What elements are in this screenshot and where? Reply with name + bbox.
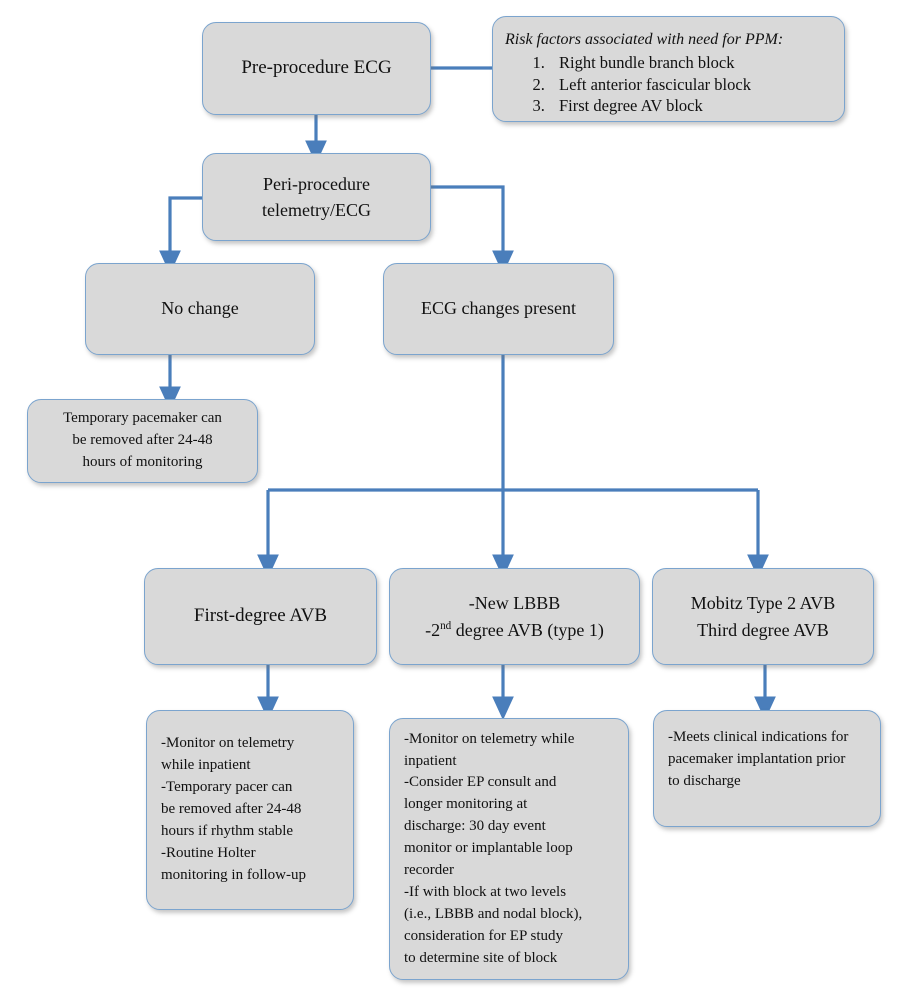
node-new-lbbb[interactable]: -New LBBB -2nd degree AVB (type 1) (389, 568, 640, 665)
plan-line: longer monitoring at (404, 796, 528, 813)
node-label: Peri-procedure telemetry/ECG (213, 171, 420, 224)
plan-line: recorder (404, 861, 454, 878)
plan-line: hours if rhythm stable (161, 822, 294, 839)
node-no-change[interactable]: No change (85, 263, 315, 355)
node-label-line: be removed after 24-48 (72, 432, 213, 449)
node-label-line: telemetry/ECG (262, 200, 371, 220)
risk-factor-item: Left anterior fascicular block (549, 74, 832, 96)
plan-line: (i.e., LBBB and nodal block), (404, 905, 583, 922)
plan-line: to discharge (668, 772, 741, 789)
plan-line: -Temporary pacer can (161, 779, 293, 796)
node-label-line: Mobitz Type 2 AVB (690, 593, 836, 614)
edge-peri-to-nochange (159, 196, 202, 275)
node-label-line: Temporary pacemaker can (63, 410, 222, 427)
plan-line: -Consider EP consult and (404, 774, 557, 791)
plan-line: discharge: 30 day event (404, 818, 546, 835)
plan-line: be removed after 24-48 (161, 801, 302, 818)
plan-text: -Meets clinical indications for pacemake… (668, 723, 866, 793)
node-label: ECG changes present (421, 298, 576, 319)
risk-factors-list: Right bundle branch block Left anterior … (505, 52, 832, 117)
node-label-line-superscript: -2nd degree AVB (type 1) (400, 617, 629, 643)
node-label-line: Third degree AVB (697, 619, 829, 640)
node-mobitz-plan[interactable]: -Meets clinical indications for pacemake… (653, 710, 881, 827)
node-first-degree-plan[interactable]: -Monitor on telemetry while inpatient -T… (146, 710, 354, 910)
plan-line: -Routine Holter (161, 844, 256, 861)
plan-line: consideration for EP study (404, 927, 564, 944)
risk-factor-item: Right bundle branch block (549, 52, 832, 74)
node-pre-procedure-ecg[interactable]: Pre-procedure ECG (202, 22, 431, 115)
node-label-line: hours of monitoring (82, 453, 203, 470)
node-peri-procedure[interactable]: Peri-procedure telemetry/ECG (202, 153, 431, 241)
node-label-line: -New LBBB (468, 593, 561, 614)
node-label: Mobitz Type 2 AVB Third degree AVB (663, 590, 863, 643)
node-label: Pre-procedure ECG (241, 57, 392, 79)
lbbb-line2-sup: nd (440, 619, 452, 632)
plan-line: monitoring in follow-up (161, 866, 306, 883)
plan-line: -Monitor on telemetry (161, 735, 295, 752)
node-label: No change (161, 298, 239, 319)
plan-line: while inpatient (161, 757, 251, 774)
lbbb-line2-post: degree AVB (type 1) (451, 619, 604, 640)
lbbb-line2-pre: -2 (425, 619, 441, 640)
node-risk-factors[interactable]: Risk factors associated with need for PP… (492, 16, 845, 122)
plan-text: -Monitor on telemetry while inpatient -C… (404, 729, 614, 970)
node-label: -New LBBB -2nd degree AVB (type 1) (400, 590, 629, 643)
plan-line: pacemaker implantation prior (668, 750, 846, 767)
risk-factors-heading: Risk factors associated with need for PP… (505, 31, 784, 48)
node-mobitz-third-degree[interactable]: Mobitz Type 2 AVB Third degree AVB (652, 568, 874, 665)
node-temporary-pacemaker[interactable]: Temporary pacemaker can be removed after… (27, 399, 258, 483)
edge-peri-to-ecgchanges (431, 185, 514, 275)
plan-line: to determine site of block (404, 949, 558, 966)
node-ecg-changes-present[interactable]: ECG changes present (383, 263, 614, 355)
node-lbbb-plan[interactable]: -Monitor on telemetry while inpatient -C… (389, 718, 629, 980)
node-label: First-degree AVB (193, 605, 328, 627)
plan-text: -Monitor on telemetry while inpatient -T… (161, 733, 339, 886)
node-first-degree-avb[interactable]: First-degree AVB (144, 568, 377, 665)
node-label: Temporary pacemaker can be removed after… (38, 408, 247, 474)
node-label-line: Peri-procedure (263, 173, 370, 194)
risk-factor-item: First degree AV block (549, 95, 832, 117)
plan-line: monitor or implantable loop (404, 840, 573, 857)
plan-line: -Monitor on telemetry while (404, 730, 575, 747)
plan-line: -If with block at two levels (404, 883, 567, 900)
plan-line: -Meets clinical indications for (668, 729, 849, 745)
plan-line: inpatient (404, 752, 457, 769)
